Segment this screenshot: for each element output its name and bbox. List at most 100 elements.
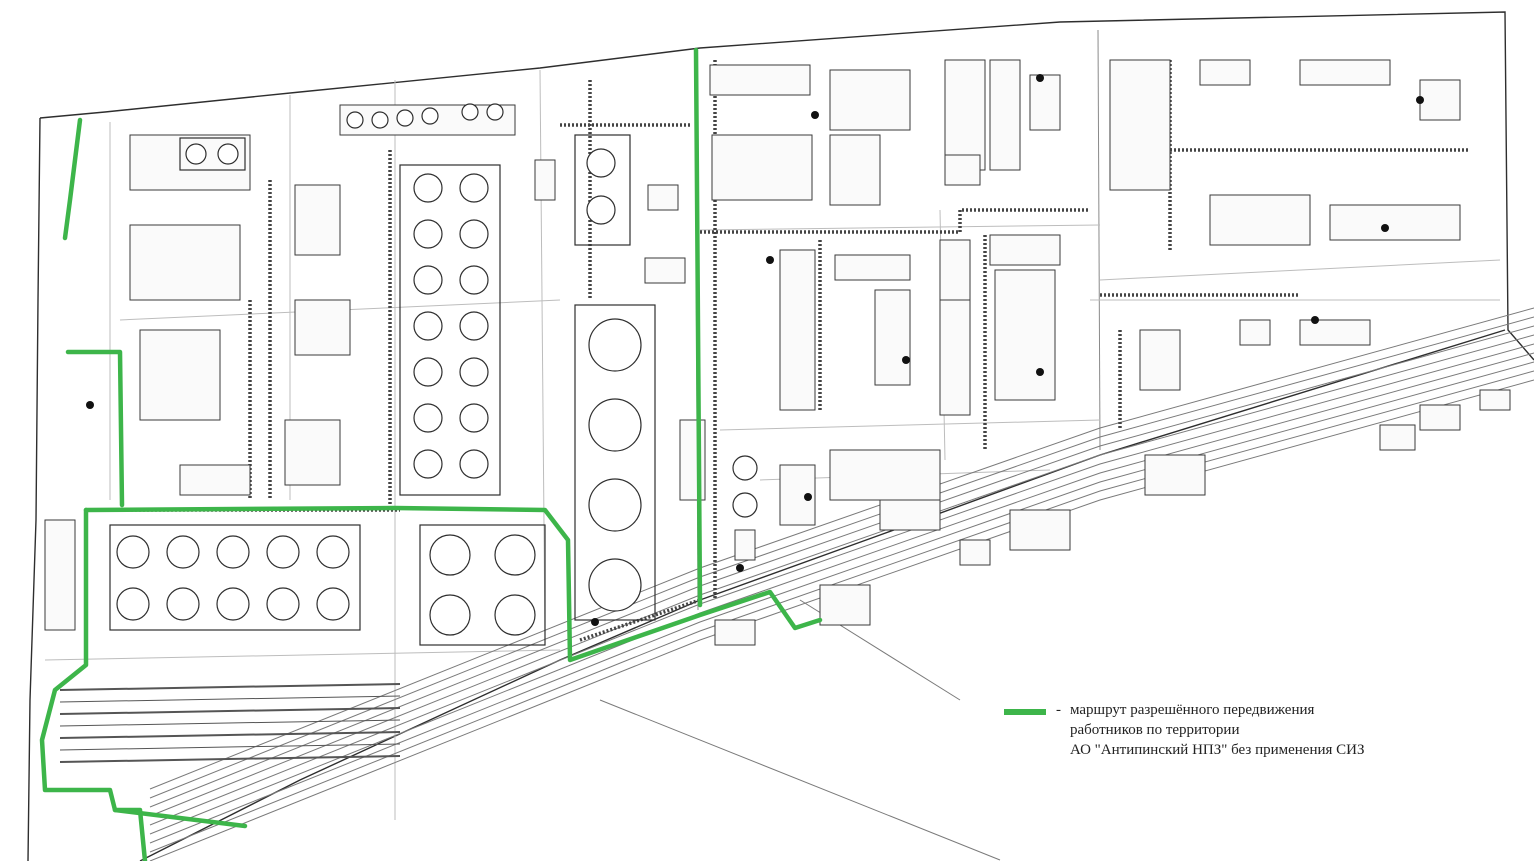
siding-4 (59, 731, 401, 739)
building-21 (1329, 204, 1461, 241)
row-tank-1 (371, 111, 389, 129)
tank-farm-e-bund (419, 524, 546, 646)
building-24 (874, 289, 911, 386)
tank-a-4-0 (413, 357, 443, 387)
tank-d-0-0 (116, 535, 150, 569)
building-30 (1239, 319, 1271, 346)
tank-b-1 (588, 398, 642, 452)
building-9 (711, 134, 813, 201)
boundary-north (39, 11, 1534, 361)
tank-a-1-1 (459, 219, 489, 249)
building-2 (139, 329, 221, 421)
tank-e-1-1 (494, 594, 536, 636)
row-tank-4 (461, 103, 479, 121)
building-1 (129, 224, 241, 301)
tank-a-5-1 (459, 403, 489, 433)
legend-route-swatch (1004, 709, 1046, 715)
row-tank-3 (421, 107, 439, 125)
tank-a-3-1 (459, 311, 489, 341)
legend-text: маршрут разрешённого передвижения работн… (1070, 700, 1365, 760)
legend-line-3: АО "Антипинский НПЗ" без применения СИЗ (1070, 742, 1365, 758)
building-28 (994, 269, 1056, 401)
tank-e-0-0 (429, 534, 471, 576)
tank-b-3 (588, 558, 642, 612)
building-27 (989, 234, 1061, 266)
tank-a-5-0 (413, 403, 443, 433)
rail-track-0 (149, 379, 1534, 861)
building-38 (819, 584, 871, 626)
tank-farm-d-bund (109, 524, 361, 631)
railway-tracks (59, 307, 1534, 861)
building-22 (779, 249, 816, 411)
row-tank-2 (396, 109, 414, 127)
marker-7 (804, 493, 812, 501)
markers (86, 74, 1424, 626)
route-segment-5 (112, 807, 248, 829)
building-12 (944, 59, 986, 171)
route-segment-0 (62, 117, 83, 241)
rail-track-4 (149, 343, 1534, 826)
pipe-rack-13 (579, 598, 701, 642)
building-13 (989, 59, 1021, 171)
marker-9 (1311, 316, 1319, 324)
siding-3 (59, 719, 401, 727)
building-16 (1109, 59, 1171, 191)
building-35 (734, 529, 756, 561)
building-43 (959, 539, 991, 566)
tank-a-1-0 (413, 219, 443, 249)
building-45 (647, 184, 679, 211)
building-40 (1379, 424, 1416, 451)
marker-1 (591, 618, 599, 626)
tank-d-1-3 (266, 587, 300, 621)
marker-3 (1036, 74, 1044, 82)
building-10 (829, 69, 911, 131)
building-14 (1029, 74, 1061, 131)
tank-d-0-2 (216, 535, 250, 569)
tank-a-6-1 (459, 449, 489, 479)
map-legend: - маршрут разрешённого передвижения рабо… (1004, 700, 1504, 770)
building-46 (644, 257, 686, 284)
rail-track-1 (149, 370, 1534, 853)
row-tank-0 (346, 111, 364, 129)
tank-d-0-3 (266, 535, 300, 569)
building-31 (1299, 319, 1371, 346)
tank-d-0-4 (316, 535, 350, 569)
siding-0 (59, 683, 401, 691)
marker-0 (86, 401, 94, 409)
route-segment-3 (693, 47, 703, 608)
marker-5 (1381, 224, 1389, 232)
small-tank-group (179, 137, 246, 171)
building-26 (939, 299, 971, 416)
tank-c-0 (586, 148, 616, 178)
building-17 (1199, 59, 1251, 86)
tank-d-1-2 (216, 587, 250, 621)
road-7 (719, 419, 1101, 431)
tank-d-1-0 (116, 587, 150, 621)
tank-e-1-0 (429, 594, 471, 636)
building-18 (1299, 59, 1391, 86)
building-39 (714, 619, 756, 646)
building-5 (284, 419, 341, 486)
marker-6 (1036, 368, 1044, 376)
building-34 (879, 499, 941, 531)
tank-d-1-1 (166, 587, 200, 621)
building-8 (709, 64, 811, 96)
marker-2 (736, 564, 744, 572)
legend-dash: - (1056, 702, 1061, 718)
building-42 (1479, 389, 1511, 411)
tank-a-0-1 (459, 173, 489, 203)
pipe-rack-4 (700, 208, 1090, 234)
marker-10 (902, 356, 910, 364)
building-44 (44, 519, 76, 631)
tank-c-1 (586, 195, 616, 225)
tank-a-6-0 (413, 449, 443, 479)
building-7 (179, 464, 251, 496)
building-36 (1144, 454, 1206, 496)
building-3 (294, 184, 341, 256)
route-segment-2 (83, 505, 823, 663)
road-5 (699, 224, 1101, 231)
permitted-route (39, 47, 823, 861)
tank-a-2-1 (459, 265, 489, 295)
building-20 (1209, 194, 1311, 246)
